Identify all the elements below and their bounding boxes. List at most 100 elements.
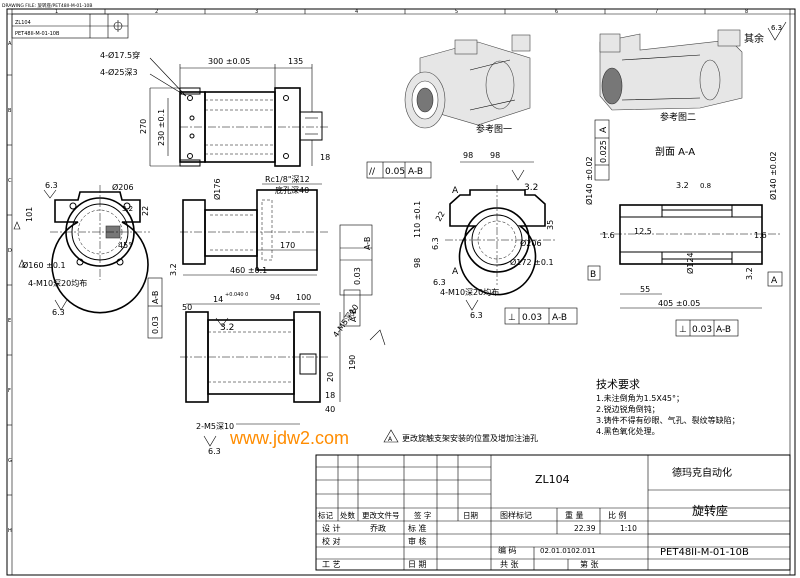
svg-text:Ø140 ±0.02: Ø140 ±0.02 — [768, 151, 778, 200]
grid-col-7: 7 — [655, 9, 658, 15]
svg-text:日期: 日期 — [463, 511, 478, 520]
svg-text:110 ±0.1: 110 ±0.1 — [413, 201, 422, 238]
svg-text:1:10: 1:10 — [620, 524, 637, 533]
grid-col-4: 4 — [355, 9, 358, 15]
svg-text:50: 50 — [182, 303, 192, 312]
svg-text:3.2: 3.2 — [220, 323, 234, 333]
svg-text:Ø140 ±0.02: Ø140 ±0.02 — [584, 156, 594, 205]
svg-text:Rc1/8"深12: Rc1/8"深12 — [265, 175, 310, 184]
svg-text:55: 55 — [640, 285, 650, 294]
svg-text:A-B: A-B — [363, 237, 372, 250]
svg-text:3.2: 3.2 — [745, 267, 754, 280]
svg-text:2.锐边锐角倒钝；: 2.锐边锐角倒钝； — [596, 404, 660, 414]
grid-row-b: B — [8, 108, 12, 114]
grid-row-g: G — [8, 458, 12, 464]
svg-text:14: 14 — [213, 295, 223, 304]
svg-text:35: 35 — [546, 220, 555, 230]
svg-text:Ø176: Ø176 — [212, 178, 222, 200]
technical-requirements: 技术要求 1.未注倒角为1.5X45°； 2.锐边锐角倒钝； 3.铸件不得有砂眼… — [596, 378, 740, 436]
svg-text:更改文件号: 更改文件号 — [362, 510, 400, 520]
svg-text:Ø206: Ø206 — [112, 182, 134, 192]
svg-text:标记: 标记 — [318, 510, 333, 520]
svg-text:3.2: 3.2 — [122, 205, 133, 213]
svg-text:22: 22 — [141, 206, 150, 216]
svg-text:第 张: 第 张 — [580, 559, 599, 569]
svg-text:A-B: A-B — [552, 313, 567, 323]
svg-text:重 量: 重 量 — [565, 510, 584, 520]
svg-text:+0.040 0: +0.040 0 — [225, 292, 248, 298]
svg-text:A-B: A-B — [408, 167, 423, 177]
svg-text:日 期: 日 期 — [408, 560, 427, 569]
svg-text:6.3: 6.3 — [433, 278, 446, 287]
svg-text:Ø206: Ø206 — [520, 238, 542, 248]
svg-text:底孔深40: 底孔深40 — [275, 185, 309, 195]
svg-text:4-M10深20均布: 4-M10深20均布 — [28, 278, 87, 288]
svg-text:B: B — [590, 270, 596, 280]
svg-text:18: 18 — [325, 391, 335, 400]
side-view: 6.3 Ø206 101 22 Ø160 ±0.1 4-M10深20均布 45°… — [13, 181, 150, 317]
section-view: 剖面 A-A 0.025 A Ø140 ±0.02 Ø140 ±0.02 3.2… — [584, 119, 783, 337]
svg-text:4-Ø17.5穿: 4-Ø17.5穿 — [100, 50, 140, 60]
grid-col-3: 3 — [255, 9, 258, 15]
svg-text:100: 100 — [296, 293, 311, 302]
svg-text:405 ±0.05: 405 ±0.05 — [658, 299, 700, 308]
svg-text:22.39: 22.39 — [574, 524, 596, 533]
svg-text:460 ±0.1: 460 ±0.1 — [230, 266, 267, 275]
svg-text:170: 170 — [280, 241, 295, 250]
svg-text:A-B: A-B — [151, 291, 160, 304]
grid-col-1: 1 — [55, 9, 58, 15]
svg-text:PET48II-M-01-10B: PET48II-M-01-10B — [15, 31, 60, 37]
svg-text:更改旋触支架安装的位置及增加注油孔: 更改旋触支架安装的位置及增加注油孔 — [402, 433, 538, 443]
svg-text:技术要求: 技术要求 — [596, 378, 640, 391]
svg-text:⊥: ⊥ — [679, 325, 687, 335]
svg-text:乔政: 乔政 — [370, 523, 386, 533]
svg-text:ZL104: ZL104 — [535, 473, 570, 486]
svg-text:270: 270 — [139, 119, 148, 134]
svg-text:A-B: A-B — [716, 325, 731, 335]
svg-text:12.5: 12.5 — [634, 227, 652, 236]
svg-text:剖面 A-A: 剖面 A-A — [655, 145, 695, 158]
reference-iso-2: 参考图二 — [599, 29, 743, 123]
svg-text:02.01.0102.011: 02.01.0102.011 — [540, 547, 596, 555]
svg-text:6.3: 6.3 — [431, 237, 440, 250]
grid-marks — [7, 9, 706, 496]
grid-row-f: F — [8, 388, 11, 394]
svg-text:18: 18 — [320, 153, 330, 162]
grid-row-e: E — [8, 318, 11, 324]
svg-text:参考图一: 参考图一 — [476, 123, 512, 135]
svg-text:Ø124: Ø124 — [685, 252, 695, 274]
svg-text:0.025: 0.025 — [599, 140, 608, 163]
surface-finish-other: 其余 6.3 — [744, 21, 787, 45]
svg-text://: // — [369, 167, 376, 177]
svg-text:A: A — [388, 436, 393, 443]
stamp-box: ZL104 PET48II-M-01-10B — [11, 13, 129, 39]
svg-text:1.6: 1.6 — [754, 231, 767, 240]
watermark: www.jdw2.com — [229, 428, 349, 448]
svg-text:6.3: 6.3 — [771, 24, 782, 32]
svg-text:图样标记: 图样标记 — [500, 510, 532, 520]
svg-text:0.03: 0.03 — [522, 313, 542, 323]
svg-text:Ø160 ±0.1: Ø160 ±0.1 — [22, 260, 66, 270]
middle-view: Rc1/8"深12 底孔深40 Ø176 170 460 ±0.1 3.2 0.… — [169, 175, 373, 296]
svg-text:4.黑色氧化处理。: 4.黑色氧化处理。 — [596, 426, 660, 436]
svg-text:设 计: 设 计 — [322, 523, 341, 533]
svg-text:4-M10深20均布: 4-M10深20均布 — [440, 287, 499, 297]
svg-text:工 艺: 工 艺 — [322, 560, 341, 569]
svg-text:45°: 45° — [118, 241, 132, 250]
grid-row-a: A — [8, 41, 12, 47]
svg-text:签 字: 签 字 — [414, 510, 431, 520]
grid-col-5: 5 — [455, 9, 458, 15]
svg-text:20: 20 — [326, 372, 335, 382]
svg-text:135: 135 — [288, 57, 303, 66]
svg-text:共 张: 共 张 — [500, 560, 519, 569]
svg-text:A-B: A-B — [349, 309, 358, 322]
grid-row-h: H — [8, 528, 12, 534]
sheet-border — [6, 8, 796, 576]
svg-text:其余: 其余 — [744, 32, 764, 45]
svg-text:190: 190 — [348, 355, 357, 370]
svg-text:ZL104: ZL104 — [15, 20, 31, 26]
svg-text:98: 98 — [463, 151, 473, 160]
svg-text:PET48II-M-01-10B: PET48II-M-01-10B — [660, 547, 749, 558]
side-gdt-frame: 0.03 A-B — [147, 277, 163, 339]
